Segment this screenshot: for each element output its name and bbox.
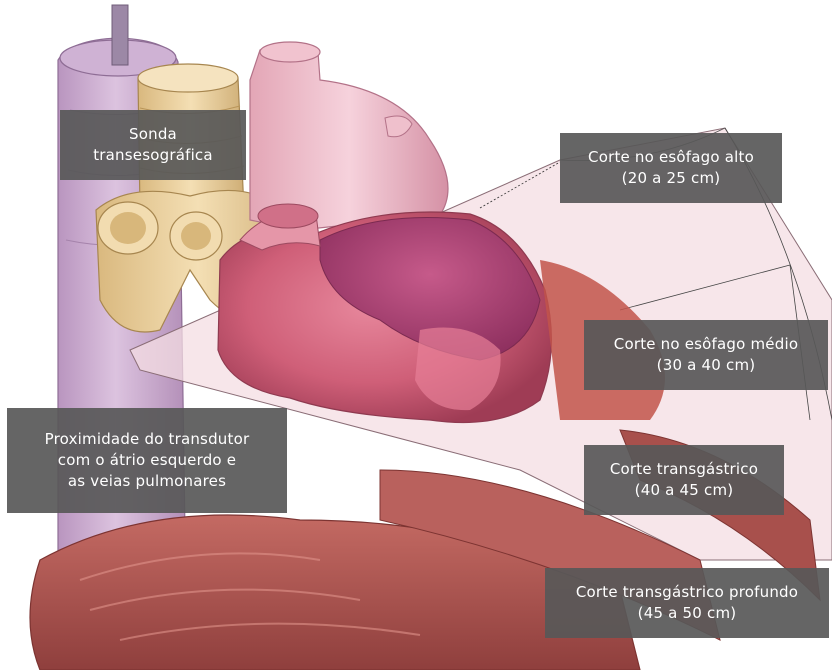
label-upper-esophageal-line-2: (20 a 25 cm) (622, 168, 721, 189)
label-mid-esophageal: Corte no esôfago médio (30 a 40 cm) (584, 320, 828, 390)
aorta (250, 42, 448, 230)
label-deep-transgastric-line-2: (45 a 50 cm) (638, 603, 737, 624)
label-proximity-line-1: Proximidade do transdutor (45, 429, 250, 450)
label-upper-esophageal: Corte no esôfago alto (20 a 25 cm) (560, 133, 782, 203)
label-deep-transgastric-line-1: Corte transgástrico profundo (576, 582, 798, 603)
label-mid-esophageal-line-2: (30 a 40 cm) (657, 355, 756, 376)
label-mid-esophageal-line-1: Corte no esôfago médio (614, 334, 798, 355)
label-transgastric: Corte transgástrico (40 a 45 cm) (584, 445, 784, 515)
label-upper-esophageal-line-1: Corte no esôfago alto (588, 147, 754, 168)
label-probe-line-2: transesográfica (93, 145, 213, 166)
label-transgastric-line-1: Corte transgástrico (610, 459, 758, 480)
label-deep-transgastric: Corte transgástrico profundo (45 a 50 cm… (545, 568, 829, 638)
label-proximity-line-3: as veias pulmonares (68, 471, 226, 492)
label-proximity-line-2: com o átrio esquerdo e (58, 450, 236, 471)
label-transgastric-line-2: (40 a 45 cm) (635, 480, 734, 501)
probe-tube (112, 5, 128, 65)
label-proximity: Proximidade do transdutor com o átrio es… (7, 408, 287, 513)
label-probe: Sonda transesográfica (60, 110, 246, 180)
label-probe-line-1: Sonda (129, 124, 177, 145)
